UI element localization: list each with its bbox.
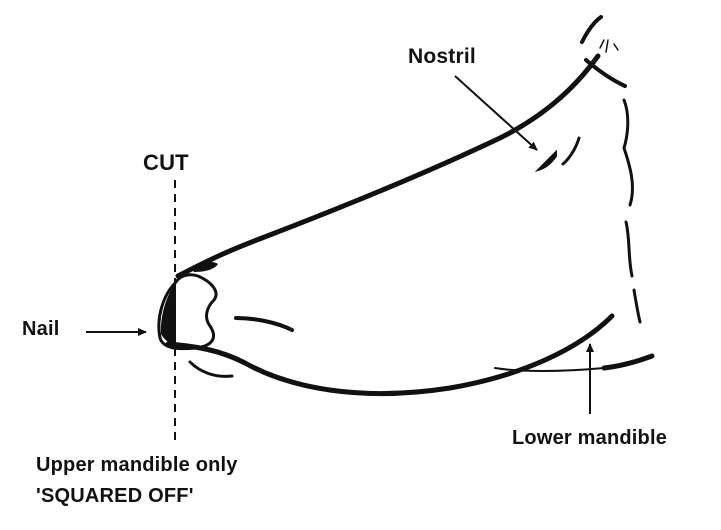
lower-mandible-outline-thin: [190, 362, 232, 376]
bill-mark: [236, 318, 292, 330]
head-back-outline: [634, 290, 640, 322]
head-mark: [586, 60, 625, 86]
upper-mandible-outline: [178, 56, 598, 276]
head-back-outline: [626, 222, 632, 276]
head-back-outline: [624, 100, 632, 205]
nail-outline: [192, 262, 218, 272]
nostril-label: Nostril: [408, 46, 476, 67]
nostril-mark: [563, 138, 579, 164]
head-mark: [582, 17, 601, 42]
nostril-mark: [538, 152, 556, 170]
cut-label: CUT: [143, 152, 189, 174]
lower-mandible-outline: [168, 316, 612, 394]
lower-mandible-label: Lower mandible: [512, 428, 667, 448]
squared-off-label: 'SQUARED OFF': [36, 486, 194, 506]
head-mark: [600, 40, 618, 52]
upper-mandible-label: Upper mandible only: [36, 455, 238, 475]
lower-mandible-outline-bold: [604, 356, 652, 368]
nail-label: Nail: [22, 319, 59, 339]
